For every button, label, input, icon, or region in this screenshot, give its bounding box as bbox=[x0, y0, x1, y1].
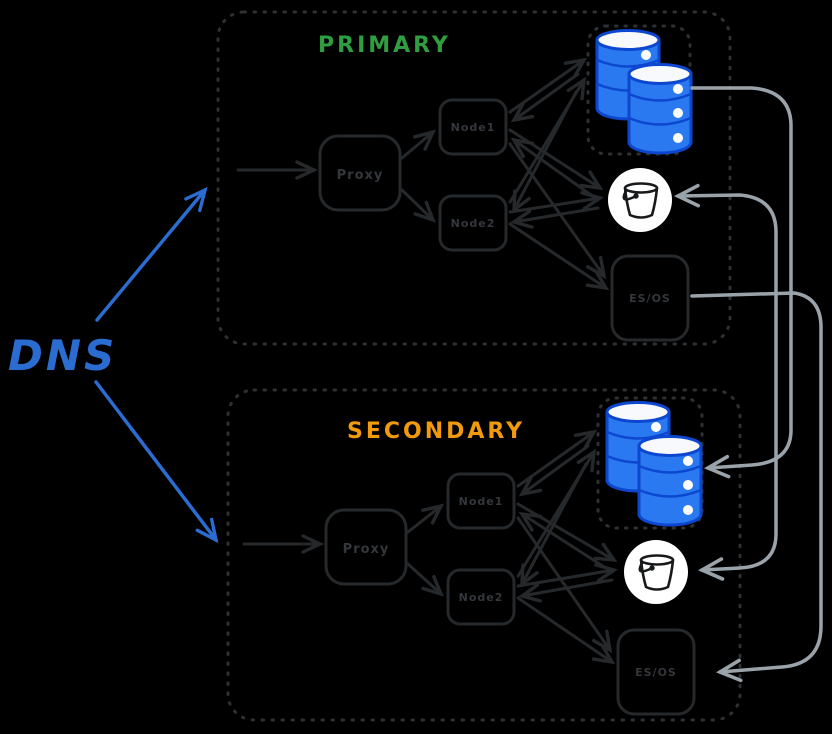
dns-to-secondary-arrow bbox=[94, 380, 219, 544]
secondary-region: SECONDARY Proxy Node1 bbox=[226, 388, 742, 722]
primary-node2-label: Node2 bbox=[451, 217, 496, 230]
db-replication-arrow bbox=[690, 86, 793, 479]
secondary-bucket-node1-arrow bbox=[518, 511, 614, 574]
primary-proxy-box: Proxy bbox=[318, 134, 402, 212]
primary-database-border bbox=[586, 24, 692, 156]
secondary-internal-arrows bbox=[242, 429, 618, 665]
secondary-proxy-rect bbox=[324, 508, 408, 586]
secondary-database-group bbox=[596, 396, 704, 530]
bucket-icon bbox=[606, 166, 674, 234]
database-icon bbox=[595, 29, 693, 155]
primary-proxy-rect bbox=[318, 134, 402, 212]
secondary-proxy-label: Proxy bbox=[343, 542, 390, 557]
primary-node1-rect bbox=[438, 98, 508, 156]
secondary-node2-es-arrow bbox=[516, 596, 616, 665]
secondary-db-node1-arrow bbox=[518, 444, 590, 497]
secondary-es-box: ES/OS bbox=[616, 628, 696, 716]
primary-node2-rect bbox=[438, 194, 508, 252]
primary-node1-label: Node1 bbox=[451, 121, 496, 134]
secondary-node2-label: Node2 bbox=[459, 591, 504, 604]
bucket-icon bbox=[622, 538, 690, 606]
replication-arrows bbox=[673, 86, 823, 683]
primary-region-title: PRIMARY bbox=[318, 33, 451, 58]
primary-node2-box: Node2 bbox=[438, 194, 508, 252]
secondary-es-rect bbox=[616, 628, 696, 716]
primary-node1-box: Node1 bbox=[438, 98, 508, 156]
secondary-node2-box: Node2 bbox=[446, 568, 516, 626]
primary-es-label: ES/OS bbox=[629, 292, 671, 305]
primary-proxy-node2-arrow bbox=[400, 188, 436, 223]
secondary-region-title: SECONDARY bbox=[347, 419, 525, 444]
primary-es-box: ES/OS bbox=[610, 254, 690, 342]
primary-bucket-node2-arrow bbox=[510, 206, 600, 229]
primary-node1-db-arrow bbox=[508, 57, 588, 114]
dns-to-primary-arrow bbox=[95, 186, 208, 322]
primary-node1-es-arrow bbox=[508, 142, 607, 280]
secondary-node1-rect bbox=[446, 472, 516, 530]
primary-db-node1-arrow bbox=[510, 72, 580, 123]
primary-region-border bbox=[216, 10, 732, 346]
es-replication-arrow bbox=[690, 291, 823, 683]
secondary-es-label: ES/OS bbox=[635, 666, 677, 679]
dns-label: DNS bbox=[8, 331, 117, 380]
secondary-node2-bucket-arrow bbox=[516, 563, 618, 588]
secondary-node1-label: Node1 bbox=[459, 495, 504, 508]
secondary-proxy-box: Proxy bbox=[324, 508, 408, 586]
secondary-proxy-node2-arrow bbox=[406, 562, 444, 597]
secondary-node2-rect bbox=[446, 568, 516, 626]
primary-proxy-node1-arrow bbox=[400, 129, 437, 160]
primary-bucket-node1-arrow bbox=[510, 137, 600, 202]
secondary-region-border bbox=[226, 388, 742, 722]
secondary-node1-es-arrow bbox=[516, 516, 613, 654]
secondary-node1-db-arrow bbox=[516, 429, 598, 488]
primary-node2-es-arrow bbox=[508, 222, 610, 291]
secondary-node1-box: Node1 bbox=[446, 472, 516, 530]
primary-internal-arrows bbox=[236, 57, 610, 291]
secondary-proxy-node1-arrow bbox=[406, 503, 445, 534]
bucket-replication-arrow bbox=[673, 183, 778, 581]
primary-database-group bbox=[586, 24, 693, 156]
primary-region: PRIMARY Proxy Node1 bbox=[216, 10, 732, 346]
primary-proxy-label: Proxy bbox=[337, 168, 384, 183]
database-icon bbox=[605, 401, 703, 527]
